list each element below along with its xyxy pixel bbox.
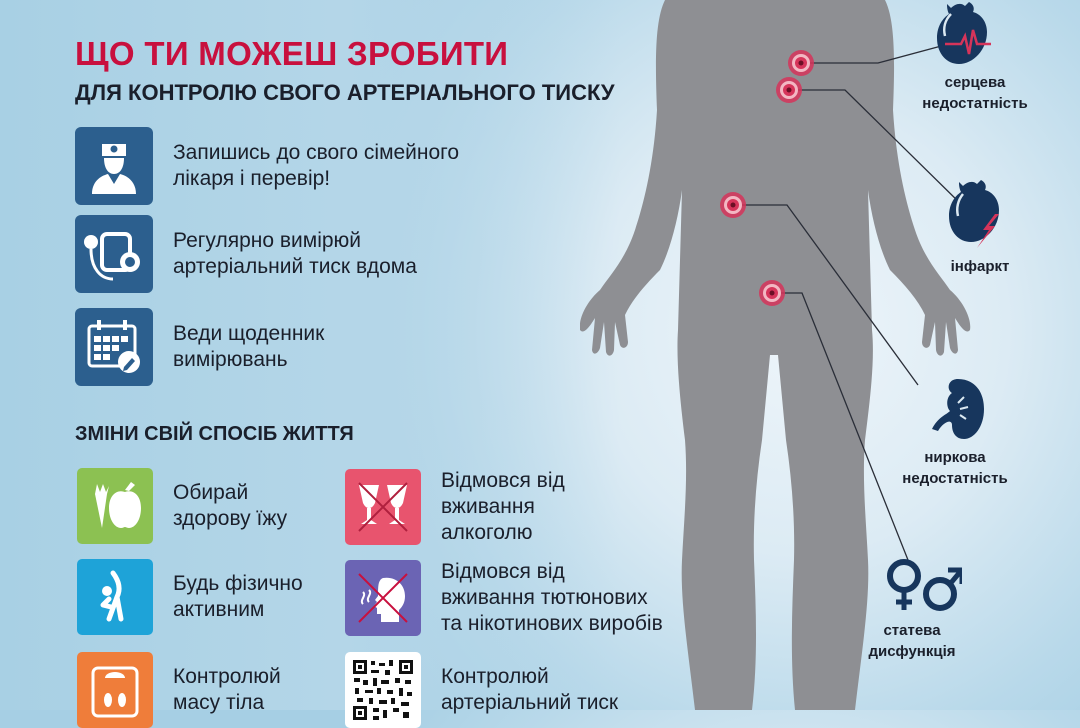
weight-scale-icon — [77, 652, 153, 728]
no-smoking-icon — [345, 560, 421, 636]
exercise-icon — [77, 559, 153, 635]
condition-kidney-failure: ниркова недостатність — [880, 377, 1030, 489]
calendar-diary-icon — [75, 308, 153, 386]
gender-symbols-icon — [887, 559, 962, 611]
kidney-icon — [932, 379, 984, 439]
heart-attack-icon — [949, 180, 999, 248]
condition-heart-failure: серцева недостатність — [905, 0, 1045, 114]
page-subtitle: ДЛЯ КОНТРОЛЮ СВОГО АРТЕРІАЛЬНОГО ТИСКУ — [75, 80, 615, 105]
no-alcohol-icon — [345, 469, 421, 545]
healthy-food-icon — [77, 468, 153, 544]
condition-sexual-dysfunction: статева дисфункція — [862, 556, 962, 662]
doctor-icon — [75, 127, 153, 205]
lifestyle-heading: ЗМІНИ СВІЙ СПОСІБ ЖИТТЯ — [75, 423, 354, 445]
body-silhouette — [580, 0, 971, 710]
condition-heart-attack: інфаркт — [915, 178, 1045, 277]
blood-pressure-monitor-icon — [75, 215, 153, 293]
qr-code-icon[interactable] — [345, 652, 421, 728]
heart-failure-icon — [937, 2, 991, 64]
target-markers — [720, 50, 814, 306]
page-title: ЩО ТИ МОЖЕШ ЗРОБИТИ — [75, 35, 509, 72]
